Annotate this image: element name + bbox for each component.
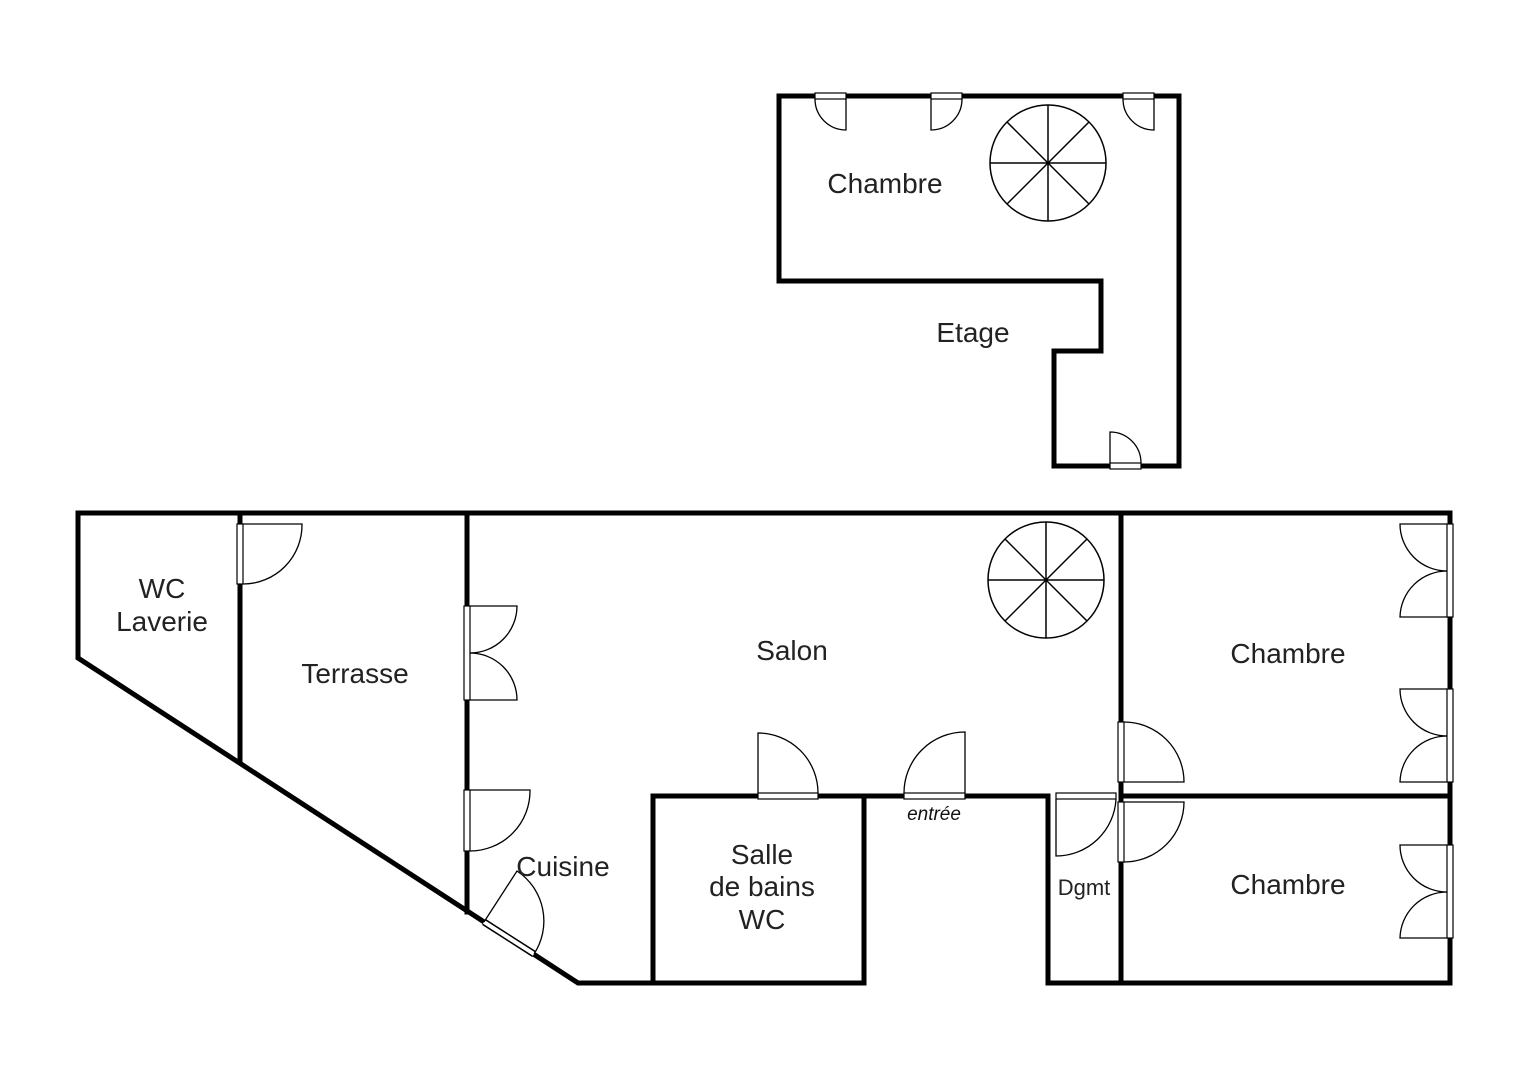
upper-door-bottom (1109, 431, 1142, 470)
spiral-stair-upper (989, 104, 1107, 222)
upper-floor: Chambre Etage (776, 92, 1182, 470)
double-door-terrasse-salon (463, 605, 518, 701)
ground-floor: WC Laverie Terrasse Salon Cuisine Salle … (75, 510, 1454, 986)
room-label-laverie: Laverie (116, 606, 208, 637)
room-label-entree: entrée (907, 804, 961, 825)
spiral-stair-ground (987, 521, 1105, 639)
upper-floor-walls (776, 93, 1182, 469)
upper-window-1 (814, 92, 847, 131)
door-salle-de-bains (757, 732, 819, 800)
upper-window-3 (1122, 92, 1155, 131)
room-label-salon: Salon (756, 635, 828, 666)
room-label-cuisine: Cuisine (516, 851, 609, 882)
window-chambre-east-1 (1399, 523, 1454, 618)
door-dgmt-chambre (1117, 801, 1185, 863)
room-label-chambre-east-upper: Chambre (1230, 638, 1345, 669)
door-entree (903, 731, 966, 800)
door-salon-chambre (1117, 721, 1185, 783)
window-chambre-east-2 (1399, 688, 1454, 783)
room-label-wc: WC (139, 573, 186, 604)
room-label-de-bains: de bains (709, 871, 815, 902)
room-label-dgmt: Dgmt (1058, 875, 1111, 900)
window-chambre-east-3 (1399, 844, 1454, 939)
upper-window-2 (930, 92, 963, 131)
door-cuisine-exterior (482, 870, 545, 957)
door-terrasse-cuisine (463, 789, 531, 852)
room-label-terrasse: Terrasse (301, 658, 408, 689)
room-label-chambre-east-lower: Chambre (1230, 869, 1345, 900)
room-label-salle: Salle (731, 839, 793, 870)
room-label-upper-chambre: Chambre (827, 168, 942, 199)
room-label-etage: Etage (936, 317, 1009, 348)
door-wc-terrasse (236, 523, 303, 585)
door-dgmt (1055, 792, 1117, 857)
room-label-sdb-wc: WC (739, 904, 786, 935)
